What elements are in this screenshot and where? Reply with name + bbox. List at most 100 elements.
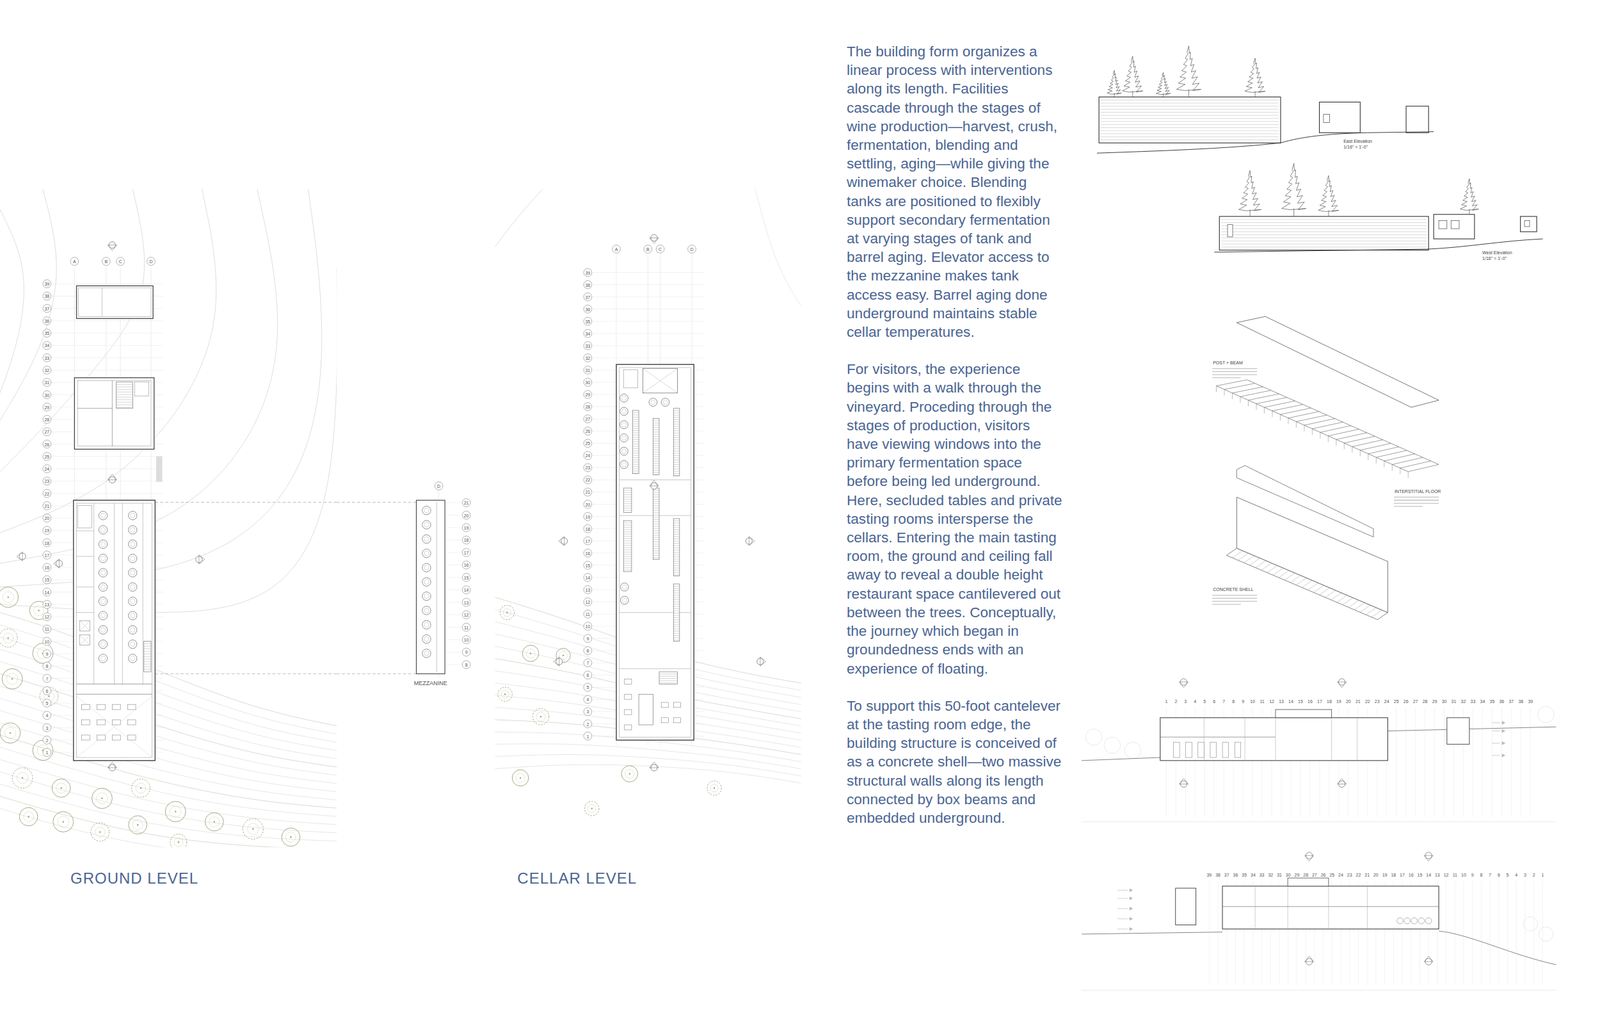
grid-number: 13 (464, 599, 470, 605)
stair-symbol-line (659, 673, 678, 674)
grid-line (1445, 880, 1447, 985)
box-beam-line (1272, 567, 1284, 575)
box-beam-line (1342, 597, 1353, 605)
grid-bubble (583, 622, 592, 631)
grid-number: 38 (1518, 698, 1524, 704)
pavilion-elevation (1319, 101, 1361, 133)
barrel-rack-line (652, 489, 660, 491)
tree-inner (94, 826, 105, 838)
grid-number: 19 (584, 513, 591, 519)
barrel-rack (632, 410, 640, 474)
barrel-rack-line (652, 467, 660, 468)
grid-number: 4 (586, 696, 589, 702)
barrel-rack-line (632, 456, 640, 458)
tree-inner (4, 727, 16, 739)
tree-trunk (529, 652, 532, 655)
tree-inner (6, 672, 18, 685)
grid-bubble (462, 572, 471, 582)
grid-line (1542, 880, 1544, 985)
barrel-rack (652, 487, 660, 560)
grid-line (592, 332, 704, 334)
contour-line (0, 746, 337, 816)
grid-number: 12 (464, 612, 470, 617)
stair-symbol-line (116, 407, 134, 408)
tank-inner (650, 400, 656, 405)
tank-symbol (98, 568, 107, 577)
grid-line (51, 468, 164, 470)
tree-symbol (0, 586, 19, 608)
tank-inner (100, 555, 105, 560)
tank-section (1411, 917, 1418, 924)
grid-bubble (583, 280, 592, 289)
barrel-rack-line (632, 464, 640, 465)
tree-inner (135, 782, 146, 793)
post-line (1319, 432, 1321, 439)
barrel-rack-line (652, 449, 660, 450)
barrel-rack-line (673, 549, 680, 551)
tree-symbol (707, 780, 722, 795)
tree-canopy (53, 811, 74, 832)
grid-bubble (583, 658, 592, 667)
grid-number: 8 (1479, 872, 1483, 877)
contour-line (0, 188, 217, 533)
marker-circle (55, 560, 63, 567)
beam-line (1344, 435, 1375, 443)
tank-symbol (422, 620, 431, 629)
grid-bubble (147, 257, 156, 266)
stair-symbol-line (116, 401, 134, 403)
grid-line (444, 539, 462, 541)
pavilion-elevation (1433, 214, 1475, 239)
tree-inner (57, 816, 70, 828)
contour-line (0, 267, 337, 613)
grid-number: 10 (584, 624, 591, 629)
tree-trunk (60, 787, 63, 790)
grid-number: 30 (1285, 872, 1291, 877)
wood-texture (1221, 234, 1426, 235)
tank-inner (130, 555, 136, 560)
grid-number: 9 (45, 650, 48, 656)
tank-symbol (620, 446, 629, 456)
table-symbol (112, 719, 121, 725)
note-text-bar (1212, 594, 1257, 596)
tree-trunk (713, 787, 716, 790)
barrel-rack-line (652, 523, 660, 525)
beam-line (1392, 456, 1423, 464)
tank-inner (100, 598, 105, 603)
beam-line (1320, 425, 1352, 432)
marker-divider (650, 485, 658, 486)
tank-symbol (422, 577, 431, 586)
grid-line (1480, 880, 1482, 985)
marker-circle (1338, 678, 1346, 685)
level-mark (1502, 720, 1506, 724)
grid-number: 17 (464, 549, 470, 555)
grid-line (1472, 707, 1474, 817)
grid-bubble (583, 439, 592, 448)
beam-line (1384, 453, 1416, 461)
grid-number: 9 (586, 636, 589, 641)
grid-line (592, 272, 704, 273)
longitudinal-section (1081, 678, 1556, 822)
barrel-rack-line (673, 585, 680, 587)
tree-inner (515, 773, 525, 783)
table-symbol (96, 704, 105, 710)
grid-line (1454, 880, 1456, 985)
tank-inner (621, 462, 626, 467)
barrel-rack-line (623, 492, 632, 493)
table-symbol (112, 734, 121, 740)
table-symbol (661, 717, 669, 723)
grid-line (1443, 707, 1445, 817)
tree-trunk (48, 695, 50, 697)
ground-plan-site (0, 188, 337, 847)
barrel-rack-line (673, 434, 680, 436)
barrel-rack-line (673, 456, 680, 458)
barrel-rack-line (652, 424, 660, 426)
grid-number: 11 (44, 626, 50, 632)
grid-bubble (583, 341, 592, 350)
grid-number: 36 (1233, 872, 1239, 877)
barrel-rack-line (623, 496, 632, 498)
post-line (1408, 471, 1409, 479)
tree-inner (174, 837, 184, 847)
grid-bubble (42, 649, 52, 658)
wood-texture (1100, 127, 1279, 128)
grid-line (1489, 880, 1491, 985)
